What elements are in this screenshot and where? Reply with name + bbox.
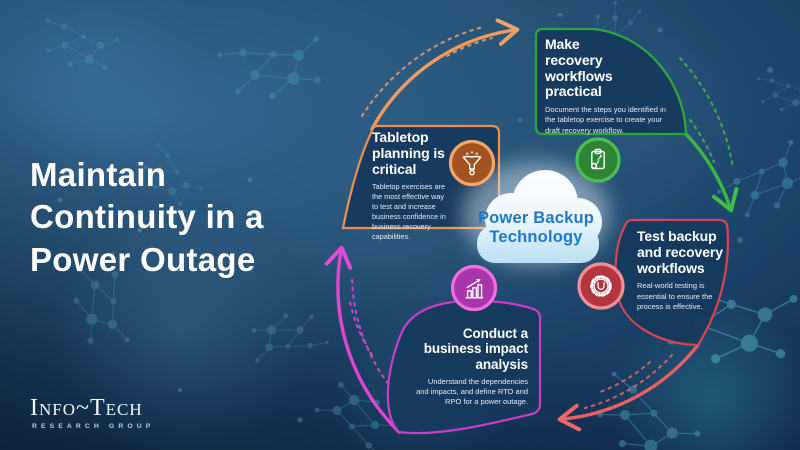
step-description: Document the steps you identified in the…	[545, 105, 666, 135]
infotech-logo: Info~Tech Research Group	[30, 396, 154, 430]
step-panels	[341, 27, 730, 435]
step-title: Test backup and recovery workflows	[637, 228, 723, 276]
logo-wordmark: Info~Tech	[30, 395, 143, 421]
cloud-label-line2: Technology	[489, 228, 583, 247]
step-panel-text-bia: Conduct a business impact analysis Under…	[416, 326, 528, 407]
step-title: Conduct a business impact analysis	[423, 326, 528, 372]
flow-arc-magenta	[324, 245, 401, 434]
step-description: Tabletop exercises are the most effectiv…	[372, 182, 446, 241]
test-icon-circle	[577, 262, 625, 310]
logo-subtitle: Research Group	[32, 423, 155, 430]
step-panel-workflows	[534, 27, 688, 136]
flow-arc-red	[557, 343, 700, 432]
clipboard-workflow-icon	[591, 148, 605, 170]
step-panel-test	[614, 218, 730, 347]
funnel-icon	[462, 151, 482, 176]
power-backup-cloud	[462, 162, 610, 266]
step-description: Real-world testing is essential to ensur…	[637, 281, 713, 311]
step-panel-text-tabletop: Tabletop planning is critical Tabletop e…	[372, 129, 452, 242]
page-title: Maintain Continuity in a Power Outage	[30, 156, 264, 278]
gear-wrench-icon	[590, 275, 612, 297]
cloud-label-line1: Power Backup	[477, 209, 595, 227]
tabletop-icon-circle	[448, 139, 496, 187]
step-description: Understand the dependencies and impacts,…	[416, 376, 528, 406]
flow-arc-green	[684, 132, 739, 213]
step-title: Tabletop planning is critical	[372, 129, 445, 177]
flow-arc-orange	[370, 18, 520, 131]
central-cloud-label: Power Backup Technology	[456, 209, 616, 247]
dashed-guide-arcs	[349, 26, 734, 409]
step-title: Make recovery workflows practical	[545, 36, 613, 100]
step-panel-text-workflows: Make recovery workflows practical Docume…	[545, 36, 678, 136]
flow-arcs	[324, 18, 739, 434]
growth-chart-icon	[465, 279, 484, 299]
step-panel-text-test: Test backup and recovery workflows Real-…	[637, 228, 735, 312]
